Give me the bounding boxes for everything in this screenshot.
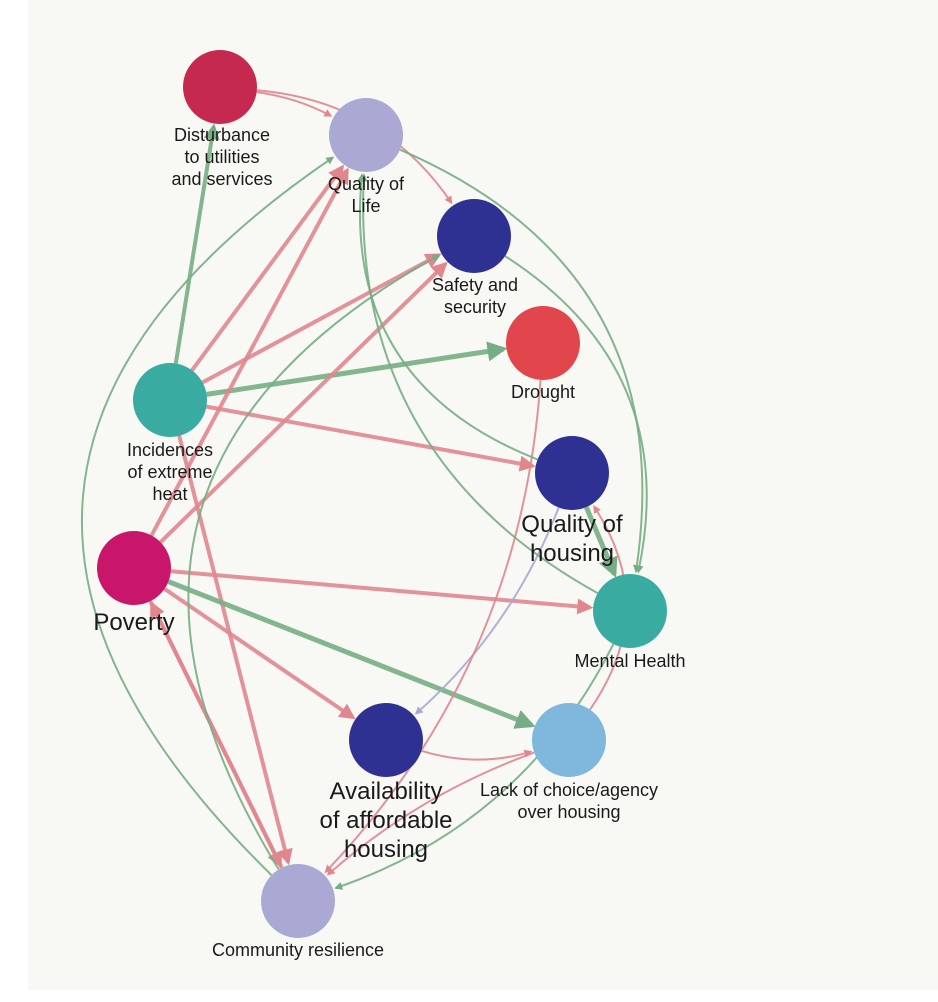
- edge-quality_housing-to-affordable: [414, 507, 560, 715]
- node-safety[interactable]: [437, 199, 511, 273]
- edge-heat-to-drought: [206, 341, 508, 397]
- node-drought[interactable]: [506, 306, 580, 380]
- node-label-line: Disturbance: [174, 125, 270, 145]
- edge-safety-to-mental_health: [504, 255, 648, 574]
- edge-poverty-to-choice: [167, 579, 536, 729]
- node-affordable[interactable]: [349, 703, 423, 777]
- node-label-line: Quality of: [521, 511, 623, 538]
- edge-poverty-to-quality_life: [149, 167, 349, 537]
- edge-heat-to-quality_life: [190, 164, 345, 372]
- node-label-line: Community resilience: [212, 940, 384, 960]
- node-label-line: Drought: [511, 382, 575, 402]
- edge-affordable-to-choice: [421, 749, 533, 761]
- edge-heat-to-disturbance: [173, 123, 220, 364]
- node-disturbance[interactable]: [183, 50, 257, 124]
- edge-mental_health-to-quality_life: [359, 173, 599, 594]
- node-layer: [97, 50, 667, 938]
- node-label-line: of affordable: [320, 807, 453, 834]
- edge-poverty-to-safety: [159, 261, 448, 544]
- node-label-line: Life: [351, 196, 380, 216]
- node-label-line: to utilities: [184, 147, 259, 167]
- edge-heat-to-safety: [201, 253, 442, 385]
- edge-disturbance-to-quality_life: [256, 91, 333, 117]
- node-label-line: Quality of: [328, 174, 405, 194]
- node-label-line: Availability: [330, 778, 443, 805]
- node-label-line: Poverty: [93, 609, 174, 636]
- edge-community-to-poverty: [149, 601, 284, 869]
- node-label-community: Community resilience: [212, 940, 384, 960]
- node-heat[interactable]: [133, 363, 207, 437]
- node-label-line: heat: [152, 484, 187, 504]
- node-community[interactable]: [261, 864, 335, 938]
- node-label-line: Incidences: [127, 440, 213, 460]
- edge-mental_health-to-community: [334, 643, 615, 890]
- node-label-line: housing: [530, 540, 614, 567]
- node-label-line: Lack of choice/agency: [480, 780, 658, 800]
- node-label-line: security: [444, 297, 506, 317]
- edge-quality_housing-to-quality_life: [357, 173, 538, 461]
- node-mental-health[interactable]: [593, 574, 667, 648]
- diagram-canvas: [28, 0, 938, 990]
- node-poverty[interactable]: [97, 531, 171, 605]
- edge-heat-to-quality_housing: [206, 404, 536, 472]
- edge-heat-to-community: [177, 435, 293, 866]
- node-label-line: Safety and: [432, 275, 518, 295]
- edge-layer: [80, 89, 648, 890]
- edge-poverty-to-mental_health: [170, 569, 594, 615]
- node-label-mental-health: Mental Health: [574, 651, 685, 671]
- node-label-line: Mental Health: [574, 651, 685, 671]
- node-label-poverty: Poverty: [93, 609, 174, 636]
- node-label-line: and services: [171, 169, 272, 189]
- node-choice[interactable]: [532, 703, 606, 777]
- node-quality-life[interactable]: [329, 98, 403, 172]
- edge-community-to-safety: [187, 254, 441, 870]
- edge-quality_life-to-mental_health: [399, 148, 644, 574]
- node-label-drought: Drought: [511, 382, 575, 402]
- node-label-line: over housing: [517, 802, 620, 822]
- node-label-line: housing: [344, 836, 428, 863]
- node-quality-housing[interactable]: [535, 436, 609, 510]
- node-label-line: of extreme: [127, 462, 212, 482]
- edge-quality_housing-to-mental_health: [583, 506, 618, 578]
- edge-community-to-quality_life: [80, 156, 335, 876]
- edge-choice-to-community: [326, 751, 535, 876]
